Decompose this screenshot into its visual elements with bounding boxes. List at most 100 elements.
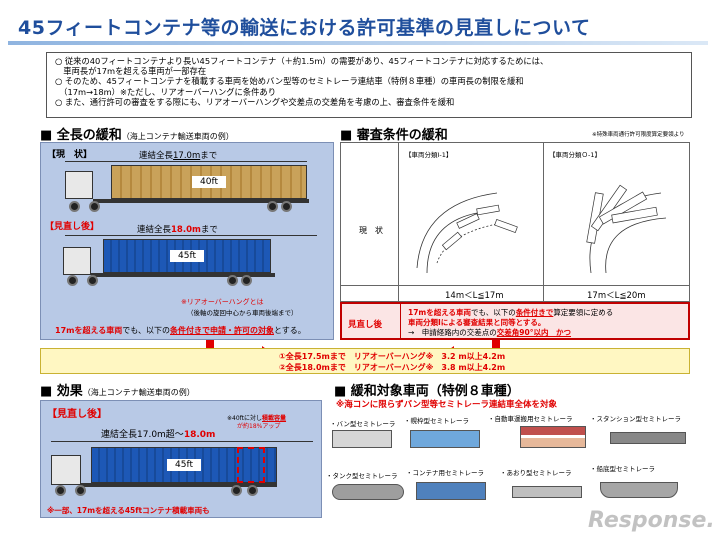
length-heading: ■ 全長の緩和（海上コンテナ輸送車両の例） [40,124,234,143]
vehicle-label: ・バン型セミトレーラ [330,420,396,428]
rear-overhang-desc: （後軸の旋回中心から車両後端まで） [187,309,298,317]
condition-1: ①全長17.5mまで リアオーバーハング※ 3.2 m以上4.2m [279,352,506,361]
condition-2: ②全長18.0mまで リアオーバーハング※ 3.8 m以上4.2m [279,363,506,372]
intro-line: ○ そのため、45フィートコンテナを積載する車両を始めバン型等のセミトレーラ連結… [55,76,524,87]
wheel-icon [69,201,80,212]
after-text-plain: → 申請経路内の交差点の [408,328,497,337]
trailer-chassis [81,483,277,487]
extra-capacity-highlight [237,447,265,483]
vehicle-label: ・あおり型セミトレーラ [500,469,572,477]
after-label: 見直し後 [348,320,383,330]
page-title: 45フィートコンテナ等の輸送における許可基準の見直しについて [18,17,591,39]
review-heading: ■ 審査条件の緩和 [340,128,448,143]
after-text-cond: 交差角90°以内 かつ [496,328,571,337]
wheel-icon [55,485,66,496]
watermark-logo: Response. [588,508,715,533]
wheel-icon [247,485,258,496]
dim-suffix: まで [200,225,218,235]
effect-bottom-note: ※一部、17mを超える45ftコンテナ積載車両も [47,506,210,515]
current-dim-line [65,161,307,162]
length-heading-text: ■ 全長の緩和 [40,128,122,143]
intro-line: ○ また、通行許可の審査をする際にも、リアオーバーハングや交差点の交差角を考慮の… [55,96,455,107]
effect-heading-note: （海上コンテナ輸送車両の例） [82,388,195,397]
after-text-cond: 条件付きで [515,308,554,317]
canvas-semitrailer-icon [410,430,480,448]
vehicle-label: ・自動車運搬用セミトレーラ [488,415,573,423]
effect-panel: 【見直し後】 ※40ftに対し積載容量 が約18%アップ 連結全長17.0m超～… [40,400,322,518]
length-panel: 【現 状】 連結全長17.0mまで 40ft 【見直し後】 連結全長18.0mま… [40,142,334,340]
page-title-bar: 45フィートコンテナ等の輸送における許可基準の見直しについて [8,8,708,45]
capacity-note: ※40ftに対し積載容量 [227,413,286,422]
conditions-box: ①全長17.5mまで リアオーバーハング※ 3.2 m以上4.2m ②全長18.… [40,348,690,374]
truck-cab [63,247,91,275]
flatbed-semitrailer-icon [512,486,582,498]
after-text-plain: でも、以下の [471,308,516,317]
wheel-icon [281,201,292,212]
col1-range: 14m＜L≦17m [445,291,504,301]
container-45ft: 45ft [91,447,277,483]
cargo-label: 45ft [167,459,201,471]
effect-heading-text: ■ 効果 [40,384,83,399]
length-bottom-note: 17mを超える車両でも、以下の条件付きで申請・許可の対象とする。 [55,325,306,336]
after-text-bold: 17mを超える車両 [408,308,472,317]
vehicle-label: ・幌枠型セミトレーラ [404,417,469,425]
col-divider [543,143,544,301]
truck-cab [51,455,81,485]
col2-head: 【車両分類Ｏ-1】 [549,151,601,159]
vehicle-label: ・コンテナ用セミトレーラ [406,469,484,477]
turning-diagram-1 [416,192,518,274]
vehicle-label: ・スタンション型セミトレーラ [590,415,681,423]
dim-prefix: 連結全長17.0m超～ [101,430,184,440]
after-text-plain: 算定要領に定める [553,308,614,317]
turning-diagram-2 [586,184,667,274]
effect-dim-line [51,441,313,442]
after-length-dim: 連結全長18.0mまで [137,223,218,235]
car-carrier-semitrailer-icon [520,426,586,448]
vehicle-label: ・船底型セミトレーラ [590,465,655,473]
effect-after-tag: 【見直し後】 [47,409,107,420]
note-condition: 条件付きで申請・許可の対象 [170,326,274,335]
hopper-semitrailer-icon [600,482,678,498]
intro-line: 車両長が17mを超える車両が一部存在 [55,66,207,77]
note-mid: でも、以下の [122,326,170,335]
container-45ft: 45ft [103,239,271,273]
capacity-note-3: が約18%アップ [237,423,281,430]
tank-semitrailer-icon [332,484,404,500]
wheel-icon [67,275,78,286]
dim-prefix: 連結全長 [139,151,174,161]
effect-heading: ■ 効果（海上コンテナ輸送車両の例） [40,380,195,399]
dim-value: 18.0m [171,225,201,235]
cargo-label: 45ft [170,250,204,262]
row-divider [341,285,689,286]
rear-overhang-note: ※リアオーバーハングとは [181,298,264,306]
vehicle-label: ・タンク型セミトレーラ [326,472,398,480]
wheel-icon [87,275,98,286]
container-40ft: 40ft [111,165,307,199]
vehicles-subheading: ※海コンに限らずバン型等セミトレーラ連結車全体を対象 [336,400,558,410]
title-underline [8,41,708,45]
trailer-chassis [91,273,275,277]
col2-range: 17m＜L≦20m [587,291,646,301]
effect-length-dim: 連結全長17.0m超～18.0m [101,427,215,440]
after-divider [400,304,401,338]
intro-line: （17m→18m）※ただし、リアオーバーハングに条件あり [55,86,277,97]
after-text-2: 車両分類Ⅰによる審査結果と同等とする。 [408,318,546,327]
dim-prefix: 連結全長 [137,225,172,235]
wheel-icon [231,485,242,496]
van-semitrailer-icon [332,430,392,448]
row-label-cell [341,143,399,301]
current-length-dim: 連結全長17.0mまで [139,149,217,161]
dim-value: 17.0m [173,151,201,161]
wheel-icon [267,201,278,212]
intro-box: ○ 従来の40フィートコンテナより長い45フィートコンテナ（＋約1.5m）の需要… [46,52,692,118]
capacity-note-1: ※40ftに対し [227,415,263,422]
current-tag: 【現 状】 [47,150,93,160]
stanchion-semitrailer-icon [610,432,686,444]
review-table: 現 状 【車両分類Ⅰ-1】 【車両分類Ｏ-1】 14m＜L≦17m 17m＜L≦… [340,142,690,302]
trailer-chassis [93,199,309,203]
capacity-note-2: 積載容量 [262,415,287,422]
row-label: 現 状 [359,226,383,235]
length-heading-note: （海上コンテナ輸送車両の例） [121,132,234,141]
after-tag: 【見直し後】 [45,222,100,232]
wheel-icon [75,485,86,496]
